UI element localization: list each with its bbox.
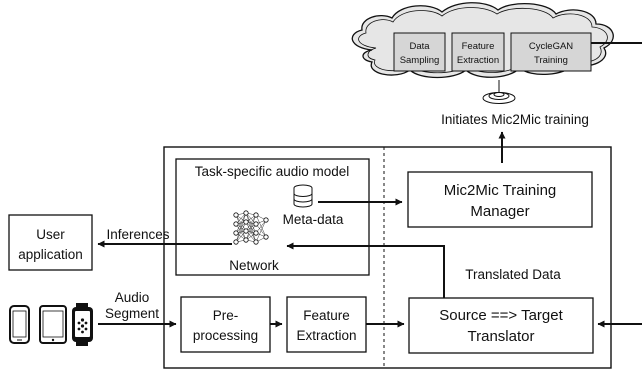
preprocessing-label-1: Pre-	[213, 308, 239, 323]
network-label: Network	[229, 258, 279, 273]
cloud-training-service: Data Sampling Feature Extraction CycleGA…	[351, 2, 614, 104]
phone-icon	[9, 305, 30, 344]
translator-label-1: Source ==> Target	[439, 307, 563, 324]
cloud-feature-extraction-label-2: Extraction	[457, 55, 499, 66]
training-manager-box	[407, 171, 593, 228]
task-model-title: Task-specific audio model	[195, 164, 350, 179]
feature-extraction-label-1: Feature	[303, 308, 350, 323]
audio-segment-label-2: Segment	[105, 306, 159, 321]
preprocessing-box	[180, 296, 271, 353]
inferences-label: Inferences	[106, 227, 169, 242]
cyclegan-training-label-2: Training	[534, 55, 568, 66]
neural-network-icon	[233, 210, 269, 245]
audio-segment-label-1: Audio	[115, 290, 150, 305]
cloud-antenna-icon	[482, 80, 516, 104]
device-system-boundary	[163, 146, 612, 369]
feature-extraction-box	[286, 296, 367, 353]
cloud-feature-extraction-box	[451, 32, 505, 72]
initiates-label: Initiates Mic2Mic training	[441, 112, 589, 127]
user-application-box	[8, 214, 93, 271]
smartwatch-icon	[72, 303, 93, 346]
tablet-icon	[39, 305, 67, 344]
translated-data-label: Translated Data	[465, 267, 561, 282]
cloud-feature-extraction-label-1: Feature	[462, 41, 495, 52]
cyclegan-training-box	[510, 32, 592, 72]
training-manager-label-1: Mic2Mic Training	[444, 182, 557, 199]
translator-box	[408, 297, 594, 354]
training-manager-label-2: Manager	[470, 203, 529, 220]
user-application-label-2: application	[18, 247, 83, 262]
task-specific-model-box	[175, 158, 370, 276]
feature-extraction-label-2: Extraction	[296, 328, 356, 343]
cyclegan-training-label-1: CycleGAN	[529, 41, 573, 52]
user-application-label-1: User	[36, 227, 65, 242]
data-sampling-box	[393, 32, 446, 72]
metadata-label: Meta-data	[283, 212, 344, 227]
preprocessing-label-2: processing	[193, 328, 258, 343]
translator-label-2: Translator	[468, 328, 535, 345]
data-sampling-label-1: Data	[409, 41, 430, 52]
data-sampling-label-2: Sampling	[400, 55, 440, 66]
database-icon	[293, 184, 313, 208]
translated-data-arrow	[286, 242, 445, 298]
